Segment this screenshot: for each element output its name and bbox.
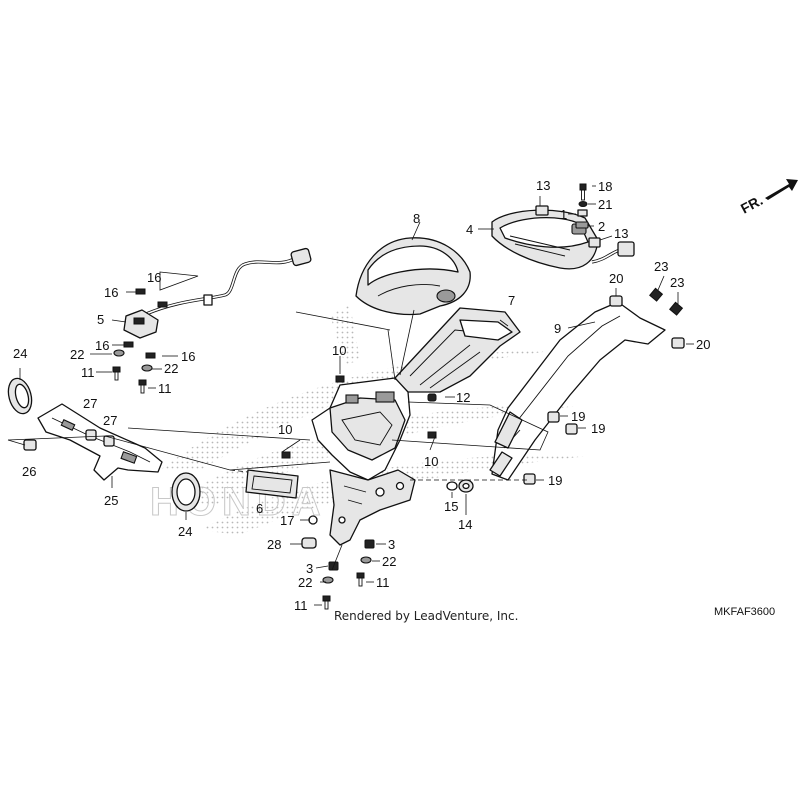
part-grommet-right [171,472,201,512]
part-grommet-left [7,377,33,415]
callout-3-left: 3 [306,561,313,576]
leader-lines [7,185,694,606]
callout-10-top: 10 [332,343,346,358]
callout-28: 28 [267,537,281,552]
callout-11-right: 11 [158,381,172,396]
callout-22-right: 22 [164,361,178,376]
part-wire-harness [123,247,312,339]
callout-9: 9 [554,321,561,336]
callout-13: 13 [536,178,550,193]
callout-19-bottom: 19 [548,473,562,488]
part-side-bracket [37,403,163,481]
callout-27-right: 27 [103,413,117,428]
callout-4: 4 [466,222,473,237]
tail-light-hardware [535,183,601,248]
callout-11-left: 11 [81,365,95,380]
callout-labels: 13 18 21 1 2 13 4 8 16 16 5 16 16 22 22 … [13,178,710,613]
callout-27-left: 27 [83,396,97,411]
callout-6: 6 [256,501,263,516]
front-direction-indicator: FR. [738,179,798,217]
callout-20-right: 20 [696,337,710,352]
callout-12: 12 [456,390,470,405]
callout-24-right: 24 [178,524,192,539]
front-arrow-icon [765,179,798,200]
callout-22-bottom-left: 22 [298,575,312,590]
callout-24-left: 24 [13,346,27,361]
callout-16-right: 16 [181,349,195,364]
callout-2: 2 [598,219,605,234]
callout-21: 21 [598,197,612,212]
callout-1: 1 [560,207,567,222]
callout-10-right: 10 [424,454,438,469]
part-inner-panel [394,307,521,393]
render-credit: Rendered by LeadVenture, Inc. [334,609,518,623]
callout-16-lower: 16 [95,338,109,353]
callout-20-top: 20 [609,271,623,286]
callout-22-bottom-right: 22 [382,554,396,569]
callout-5: 5 [97,312,104,327]
callout-8: 8 [413,211,420,226]
callout-26: 26 [22,464,36,479]
callout-13-right: 13 [614,226,628,241]
diagram-code: MKFAF3600 [714,606,775,618]
fasteners [23,287,685,610]
callout-11-bottom-left: 11 [294,598,308,613]
callout-11-bottom-right: 11 [376,575,390,590]
callout-17: 17 [280,513,294,528]
part-center-cowl [355,237,471,316]
callout-23-right: 23 [670,275,684,290]
callout-18: 18 [598,179,612,194]
callout-3-right: 3 [388,537,395,552]
part-reflector [245,469,299,499]
callout-19-middle: 19 [591,421,605,436]
callout-15: 15 [444,499,458,514]
callout-22-left: 22 [70,347,84,362]
front-label: FR. [738,192,765,217]
callout-16-top: 16 [147,270,161,285]
callout-7: 7 [508,293,515,308]
callout-23-left: 23 [654,259,668,274]
part-rear-fender-body [311,377,411,481]
callout-14: 14 [458,517,472,532]
callout-19-top: 19 [571,409,585,424]
callout-10-left: 10 [278,422,292,437]
callout-25: 25 [104,493,118,508]
part-license-bracket [329,469,416,546]
callout-16-left: 16 [104,285,118,300]
